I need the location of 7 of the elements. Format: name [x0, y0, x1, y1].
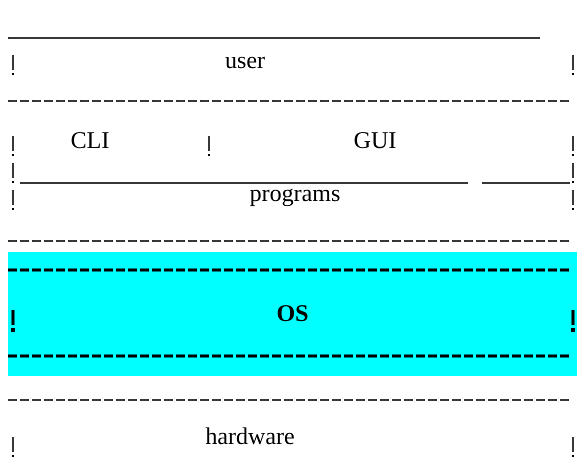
layer-label: CLI: [70, 128, 110, 154]
highlight-band: [8, 252, 577, 376]
layer-label: OS: [276, 300, 308, 328]
layer-label: GUI: [354, 128, 396, 154]
layer-label: programs: [250, 180, 340, 208]
layer-label: hardware: [205, 424, 295, 450]
layer-label: user: [225, 48, 265, 74]
